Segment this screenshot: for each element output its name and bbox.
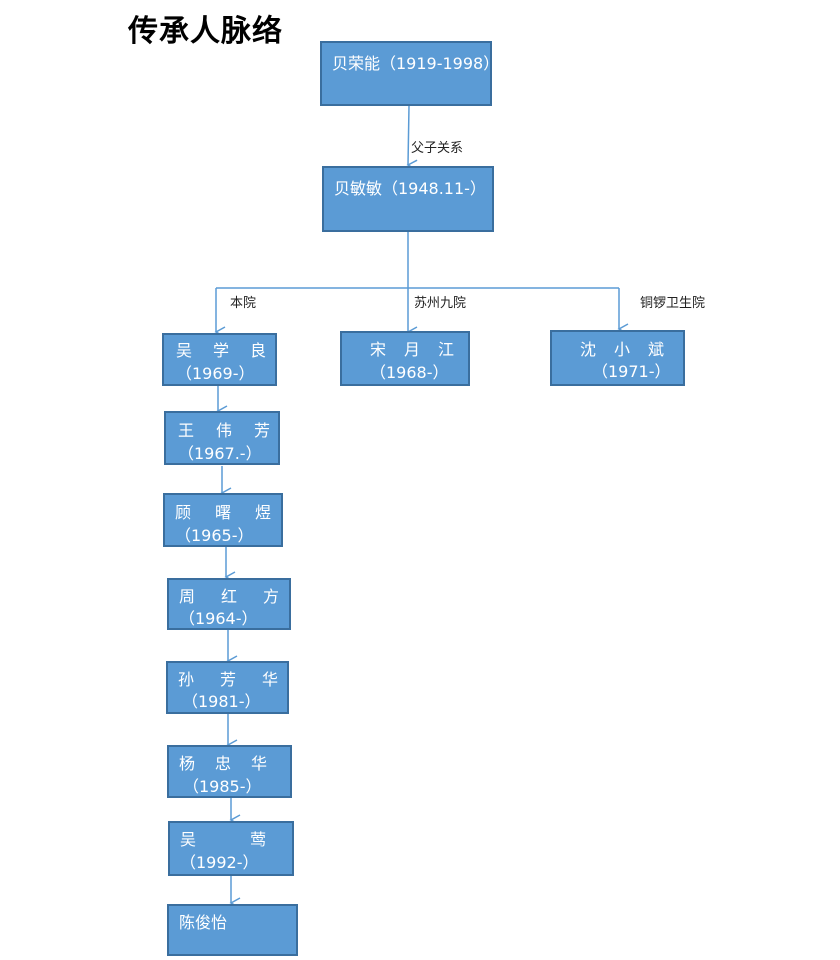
edge-rongneng-minmin	[406, 105, 418, 171]
node-bei-minmin: 贝敏敏（1948.11-）	[322, 166, 494, 232]
node-years: （1985-）	[183, 777, 262, 796]
node-label: 贝敏敏（1948.11-）	[334, 179, 486, 198]
node-zhou-hongfang: 周红方 （1964-）	[167, 578, 291, 630]
node-years: （1967.-）	[178, 444, 262, 463]
node-wu-ying: 吴莺 （1992-）	[168, 821, 294, 876]
node-years: （1964-）	[179, 609, 258, 628]
node-name: 沈小斌	[580, 340, 664, 359]
node-bei-rongneng: 贝荣能（1919-1998）	[320, 41, 499, 106]
node-label: 贝荣能（1919-1998）	[332, 54, 500, 73]
node-years: （1971-）	[592, 362, 671, 381]
node-name: 宋月江	[370, 340, 454, 359]
node-name: 王伟芳	[178, 421, 270, 440]
node-song-yuejiang: 宋月江 （1968-）	[340, 331, 470, 386]
node-gu-shuyu: 顾曙煜 （1965-）	[163, 493, 283, 547]
node-shen-xiaobin: 沈小斌 （1971-）	[550, 330, 685, 386]
edge-label-tongluo-health: 铜锣卫生院	[640, 296, 706, 311]
node-name: 吴莺	[180, 830, 266, 849]
node-name: 孙芳华	[178, 670, 278, 689]
node-sun-fanghua: 孙芳华 （1981-）	[166, 661, 289, 714]
node-label: 陈俊怡	[179, 913, 228, 932]
node-years: （1969-）	[176, 364, 255, 383]
edge-label-suzhou-ninth: 苏州九院	[414, 296, 467, 311]
node-name: 周红方	[179, 587, 279, 606]
node-chen-junyi: 陈俊怡	[167, 904, 298, 956]
node-wu-xueliang: 吴学良 （1969-）	[162, 333, 277, 386]
node-name: 吴学良	[176, 341, 266, 360]
node-name: 杨忠华	[179, 754, 267, 773]
edge-label-local-hospital: 本院	[230, 296, 257, 311]
node-years: （1965-）	[175, 526, 254, 545]
node-name: 顾曙煜	[175, 503, 271, 522]
node-wang-weifang: 王伟芳 （1967.-）	[164, 411, 280, 465]
edge-label-father-son: 父子关系	[411, 141, 464, 156]
page-title: 传承人脉络	[128, 14, 283, 49]
node-yang-zhonghua: 杨忠华 （1985-）	[167, 745, 292, 798]
node-years: （1992-）	[180, 853, 259, 872]
node-years: （1981-）	[182, 692, 261, 711]
node-years: （1968-）	[370, 363, 449, 382]
